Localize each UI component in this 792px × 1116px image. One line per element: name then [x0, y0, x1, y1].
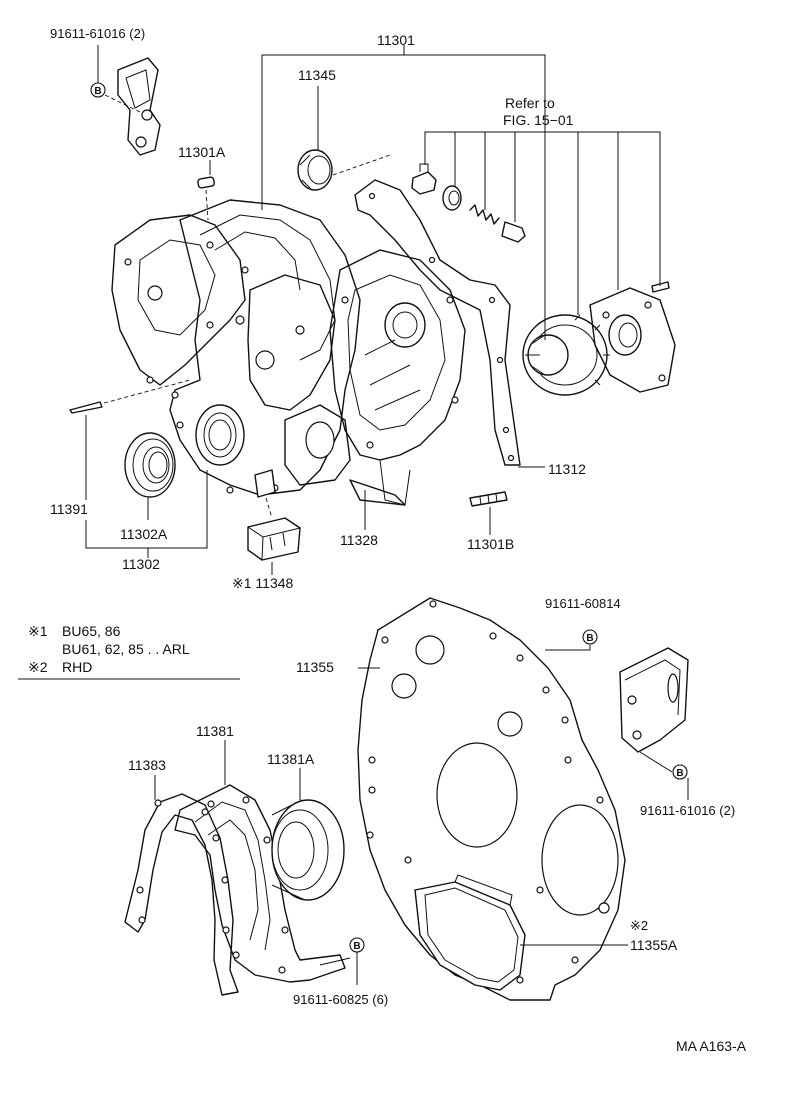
leaders-upper [85, 45, 661, 575]
oil-pump-plug [411, 163, 437, 195]
label-11328: 11328 [340, 532, 378, 548]
label-refer-fig: FIG. 15−01 [503, 112, 574, 128]
note1-line2: BU61, 62, 85 . . ARL [62, 641, 190, 657]
label-11345: 11345 [298, 67, 336, 83]
label-11391: 11391 [50, 501, 88, 517]
label-11381a: 11381A [267, 751, 315, 767]
timing-case-inner [329, 249, 466, 506]
oil-seal-retainer-11381 [174, 784, 346, 983]
label-11355: 11355 [296, 659, 334, 675]
timing-cover-front [169, 199, 361, 496]
oil-pump-gasket-ring [442, 185, 462, 211]
end-plate-11355 [357, 597, 626, 1001]
label-91611-60814: 91611-60814 [545, 596, 621, 611]
bracket-top-left [117, 57, 161, 156]
note1-line1: BU65, 86 [62, 623, 121, 639]
dowel-pin-11301a [197, 176, 215, 221]
label-91611-60825: 91611-60825 (6) [293, 992, 388, 1007]
bracket-right [619, 647, 689, 753]
timing-cover-gasket [354, 179, 521, 466]
label-11302a: 11302A [120, 526, 168, 542]
note2-line1: RHD [62, 659, 92, 675]
pin-11391 [69, 379, 191, 414]
label-91611-61016-top: 91611-61016 (2) [50, 26, 145, 41]
bolt-badge-top-left: B [90, 45, 141, 113]
label-11383: 11383 [128, 757, 166, 773]
note1-mark: ※1 [28, 623, 48, 639]
bolt-badge-60814: B [582, 629, 598, 645]
notes-block: ※1 BU65, 86 BU61, 62, 85 . . ARL ※2 RHD [18, 623, 240, 680]
bolt-badge-60825: B [349, 937, 365, 953]
relief-spring [469, 204, 500, 225]
label-11301b: 11301B [467, 536, 514, 552]
badge-letter: B [586, 633, 593, 644]
bolt-badge-61016-right: B [672, 764, 688, 780]
relief-valve [501, 221, 526, 243]
note2-mark: ※2 [28, 659, 48, 675]
badge-letter: B [676, 768, 683, 779]
label-91611-61016-right: 91611-61016 (2) [640, 803, 735, 818]
badge-letter: B [94, 86, 101, 97]
label-11302: 11302 [122, 556, 160, 572]
dust-cover-11355a [414, 874, 526, 991]
oil-pump-cover [589, 287, 676, 393]
label-11348: ※1 11348 [232, 575, 294, 591]
seal-ring-11345 [297, 149, 391, 191]
leaders-lower [154, 630, 689, 985]
label-11381: 11381 [196, 723, 234, 739]
catalog-id: MA A163-A [676, 1038, 747, 1054]
cushion-11348 [247, 469, 301, 561]
gasket-11383 [124, 793, 239, 996]
label-note2-mark: ※2 [630, 918, 648, 933]
label-11301a: 11301A [178, 144, 226, 160]
label-11301: 11301 [377, 32, 415, 48]
stud-bolt-11301b [469, 491, 508, 507]
rear-oil-seal-11381a [271, 799, 345, 901]
label-refer-to: Refer to [505, 95, 555, 111]
oil-pump-gear [522, 314, 610, 396]
badge-letter: B [353, 941, 360, 952]
label-11312: 11312 [548, 461, 586, 477]
timing-cover-rear [111, 214, 246, 386]
front-oil-seal [124, 432, 176, 498]
label-11355a: 11355A [630, 937, 678, 953]
